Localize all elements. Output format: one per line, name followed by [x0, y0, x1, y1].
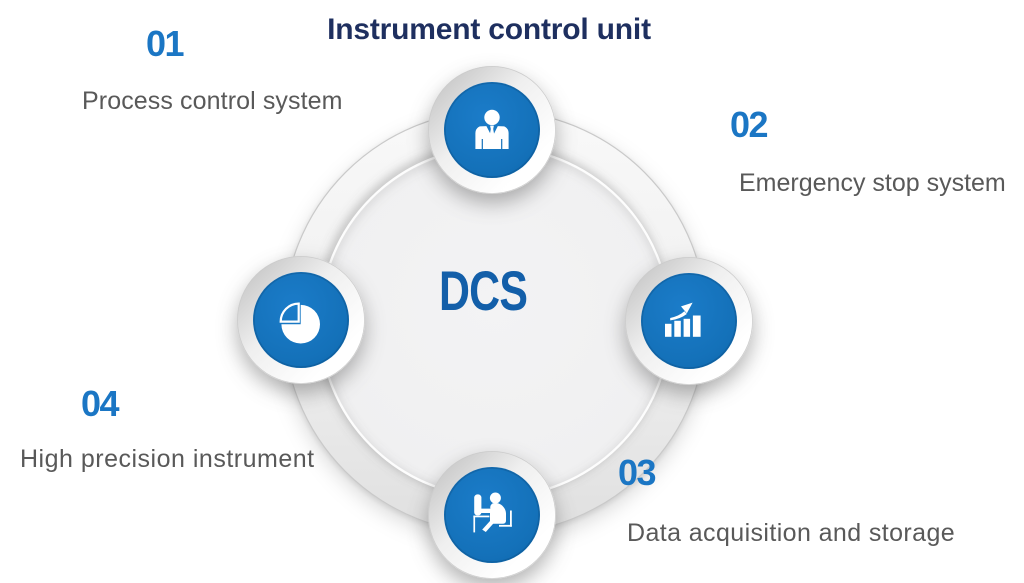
page-title: Instrument control unit	[327, 13, 651, 46]
node-right	[625, 257, 753, 385]
node-bottom	[428, 451, 556, 579]
node-left	[237, 256, 365, 384]
node-blue-rim	[253, 272, 349, 368]
item-number-04: 04	[81, 383, 120, 424]
item-number-01: 01	[146, 23, 185, 64]
item-number-03: 03	[618, 452, 657, 493]
node-bezel-edge	[237, 256, 365, 384]
node-blue-rim	[444, 82, 540, 178]
item-label-02: Emergency stop system	[739, 169, 1006, 197]
pie-chart-icon	[279, 302, 320, 344]
workstation-icon	[473, 492, 512, 533]
growth-chart-icon	[665, 302, 701, 337]
node-blue-rim	[444, 467, 540, 563]
node-bezel-edge	[625, 257, 753, 385]
item-number-02: 02	[730, 104, 769, 145]
center-label: DCS	[439, 259, 528, 322]
node-bezel-edge	[428, 66, 556, 194]
node-bezel-edge	[428, 451, 556, 579]
businessman-icon	[475, 109, 509, 149]
item-label-01: Process control system	[82, 87, 343, 115]
node-top	[428, 66, 556, 194]
node-blue-rim	[641, 273, 737, 369]
item-label-04: High precision instrument	[20, 445, 315, 473]
item-label-03: Data acquisition and storage	[627, 519, 956, 547]
